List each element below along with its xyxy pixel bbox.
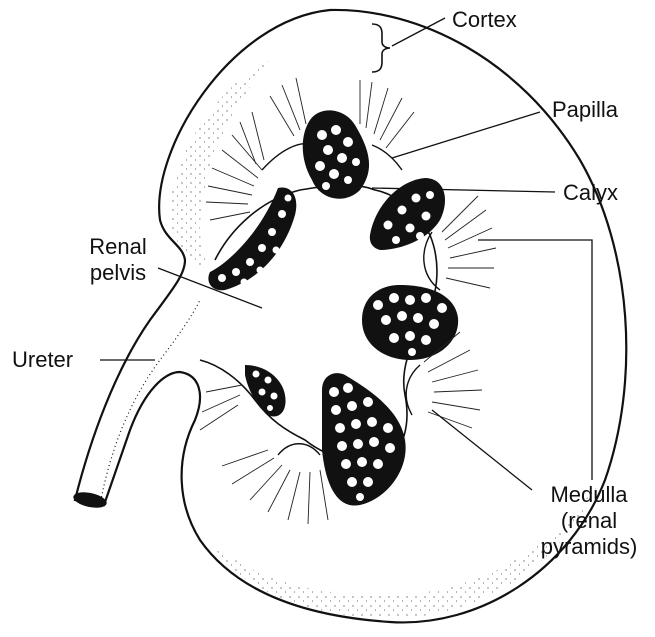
label-papilla: Papilla	[552, 97, 618, 123]
label-medulla-line1: Medulla	[528, 482, 650, 508]
pyramid-lower-left	[245, 365, 286, 416]
pyramid-middle-right	[362, 285, 458, 360]
cortex-bracket	[372, 24, 390, 72]
label-renal-pelvis-line1: Renal	[78, 234, 158, 260]
label-calyx: Calyx	[563, 180, 618, 206]
label-cortex: Cortex	[452, 7, 517, 33]
pyramid-top	[303, 110, 369, 198]
calyx-cup-lower-right	[406, 365, 420, 415]
leader-papilla	[392, 112, 540, 158]
label-ureter: Ureter	[12, 347, 73, 373]
label-renal-pelvis-line2: pelvis	[78, 260, 158, 286]
label-medulla-line2: (renal	[528, 508, 650, 534]
label-medulla-line3: pyramids)	[528, 534, 650, 560]
pyramid-bottom	[322, 373, 406, 505]
label-renal-pelvis: Renal pelvis	[78, 234, 158, 286]
leader-medulla-lower	[432, 410, 532, 490]
label-medulla: Medulla (renal pyramids)	[528, 482, 650, 560]
leader-medulla-upper	[478, 240, 592, 480]
